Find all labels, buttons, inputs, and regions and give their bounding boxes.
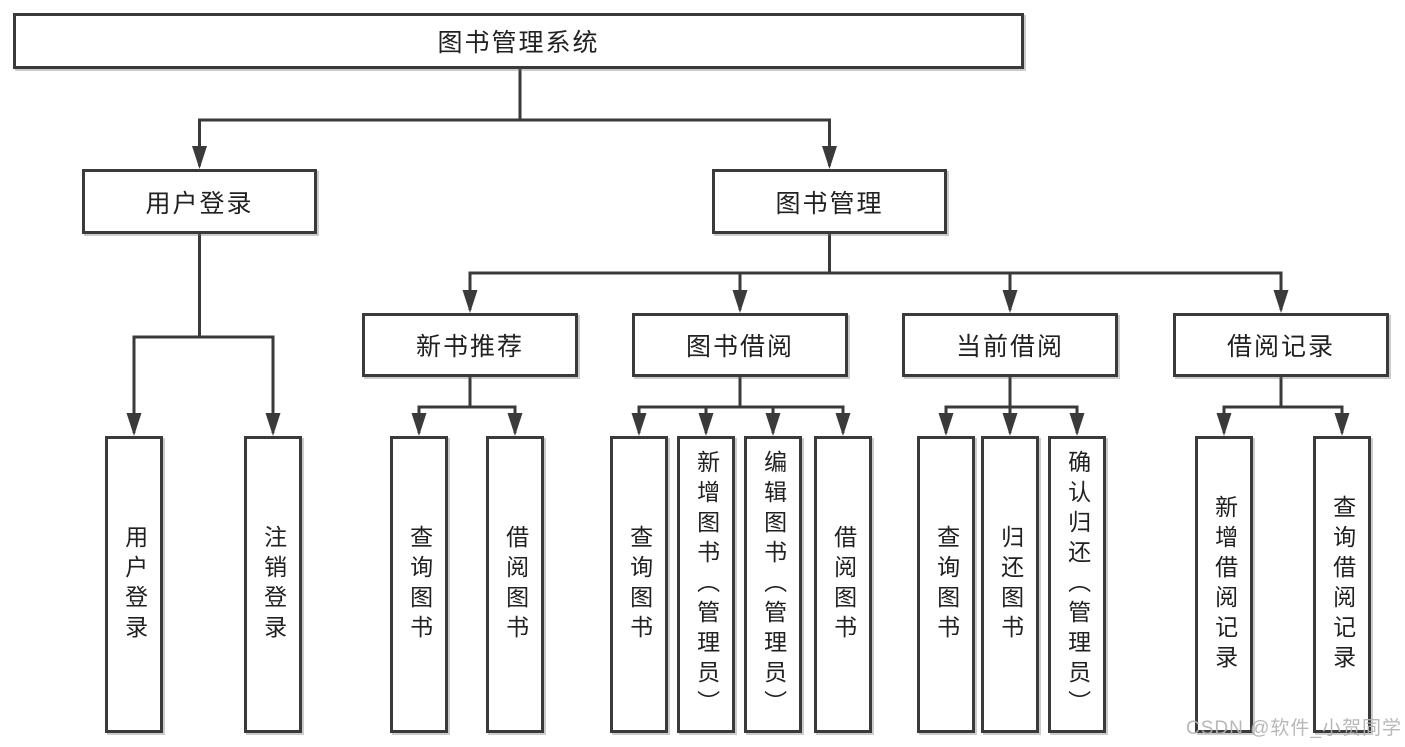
leaf-query-books-borrowing: 查询图书 — [610, 436, 668, 733]
arrowhead — [192, 146, 207, 169]
arrowhead — [1273, 290, 1289, 313]
node-book-management: 图书管理 — [712, 169, 947, 234]
leaf-return-books-label: 归还图书 — [997, 524, 1024, 645]
leaf-return-books: 归还图书 — [981, 436, 1039, 733]
arrowhead — [1002, 413, 1018, 436]
arrowhead — [732, 290, 748, 313]
node-borrowing-records-label: 借阅记录 — [1226, 333, 1335, 361]
leaf-query-books-current-label: 查询图书 — [933, 524, 960, 645]
leaf-query-books-recommend-label: 查询图书 — [406, 524, 433, 645]
arrowhead — [265, 413, 281, 436]
leaf-borrow-books-recommend-label: 借阅图书 — [502, 524, 529, 645]
node-book-borrowing: 图书借阅 — [632, 313, 848, 377]
arrowhead — [411, 413, 427, 436]
arrowhead — [1216, 413, 1232, 436]
arrowhead — [822, 146, 837, 169]
node-root: 图书管理系统 — [13, 13, 1024, 69]
arrowhead — [1334, 413, 1350, 436]
node-new-book-recommend-label: 新书推荐 — [415, 333, 524, 361]
connector-paths — [132, 69, 1344, 433]
node-current-borrowing-label: 当前借阅 — [955, 333, 1064, 361]
arrowheads — [126, 146, 1350, 436]
leaf-query-books-recommend: 查询图书 — [390, 436, 448, 733]
node-user-login: 用户登录 — [82, 169, 317, 234]
arrowhead — [938, 413, 954, 436]
arrowhead — [765, 413, 781, 436]
leaf-add-borrow-record-label: 新增借阅记录 — [1211, 494, 1238, 675]
leaf-borrow-books-label: 借阅图书 — [830, 524, 857, 645]
leaf-query-borrow-record: 查询借阅记录 — [1313, 436, 1371, 733]
node-user-login-label: 用户登录 — [145, 189, 254, 218]
leaf-add-books-admin: 新增图书（管理员） — [677, 436, 735, 733]
leaf-user-login: 用户登录 — [105, 436, 163, 733]
leaf-logout-label: 注销登录 — [260, 524, 287, 645]
node-book-management-label: 图书管理 — [775, 189, 884, 218]
leaf-logout: 注销登录 — [244, 436, 302, 733]
leaf-query-books-borrowing-label: 查询图书 — [626, 524, 653, 645]
leaf-user-login-label: 用户登录 — [121, 524, 148, 645]
leaf-confirm-return-admin: 确认归还（管理员） — [1048, 436, 1106, 733]
leaf-edit-books-admin-label: 编辑图书（管理员） — [760, 449, 787, 720]
arrowhead — [631, 413, 647, 436]
leaf-edit-books-admin: 编辑图书（管理员） — [744, 436, 802, 733]
leaf-confirm-return-admin-label: 确认归还（管理员） — [1064, 449, 1091, 720]
leaf-borrow-books: 借阅图书 — [814, 436, 872, 733]
leaf-borrow-books-recommend: 借阅图书 — [486, 436, 544, 733]
leaf-add-borrow-record: 新增借阅记录 — [1195, 436, 1253, 733]
csdn-watermark: CSDN @软件_小贺同学 — [1186, 718, 1402, 739]
arrowhead — [1002, 290, 1018, 313]
node-borrowing-records: 借阅记录 — [1173, 313, 1389, 377]
arrowhead — [698, 413, 714, 436]
node-current-borrowing: 当前借阅 — [902, 313, 1118, 377]
arrowhead — [462, 290, 478, 313]
node-new-book-recommend: 新书推荐 — [362, 313, 578, 377]
leaf-query-borrow-record-label: 查询借阅记录 — [1329, 494, 1356, 675]
leaf-query-books-current: 查询图书 — [917, 436, 975, 733]
arrowhead — [507, 413, 523, 436]
node-root-label: 图书管理系统 — [437, 29, 600, 57]
arrowhead — [835, 413, 851, 436]
arrowhead — [1069, 413, 1085, 436]
arrowhead — [126, 413, 142, 436]
leaf-add-books-admin-label: 新增图书（管理员） — [693, 449, 720, 720]
node-book-borrowing-label: 图书借阅 — [685, 333, 794, 361]
